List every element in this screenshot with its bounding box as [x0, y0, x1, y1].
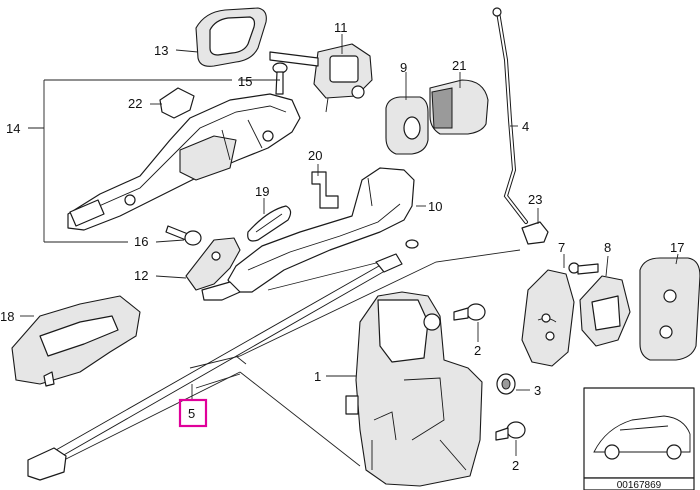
label-23: 23	[528, 192, 542, 207]
part-13-handle-cover	[195, 7, 267, 67]
part-10-outer-handle	[227, 167, 419, 293]
part-3-bushing	[496, 373, 516, 395]
part-14-handle-carrier	[67, 93, 301, 231]
part-20-clip	[311, 171, 339, 209]
part-19-spring-clip	[247, 205, 292, 242]
label-15: 15	[238, 74, 252, 89]
part-1-lock-actuator	[345, 291, 483, 487]
label-20: 20	[308, 148, 322, 163]
part-labels: 11 13 15 9 21 22 14 4 20 19 10 16 23 12 …	[0, 20, 684, 490]
label-9: 9	[400, 60, 407, 75]
cable-end-bracket	[27, 447, 67, 481]
part-23-clip	[521, 221, 549, 245]
label-1: 1	[314, 369, 321, 384]
catalog-number: 00167869	[617, 480, 662, 490]
label-2-lower: 2	[512, 458, 519, 473]
label-4: 4	[522, 119, 529, 134]
part-2-bolt-lower	[495, 421, 526, 441]
label-16: 16	[134, 234, 148, 249]
part-21-end-cap	[429, 79, 489, 135]
label-17: 17	[670, 240, 684, 255]
label-2-upper: 2	[474, 343, 481, 358]
label-12: 12	[134, 268, 148, 283]
part-11-lock-cylinder	[269, 43, 373, 113]
car-thumbnail	[583, 387, 695, 490]
label-19: 19	[255, 184, 269, 199]
part-5-cable	[55, 253, 403, 457]
part-4-rod	[492, 7, 528, 224]
part-8-striker	[568, 262, 631, 347]
label-11: 11	[334, 20, 348, 35]
leader-lines	[20, 34, 679, 456]
label-21: 21	[452, 58, 466, 73]
label-8: 8	[604, 240, 611, 255]
part-9-cap	[385, 96, 429, 155]
label-5: 5	[188, 406, 195, 421]
part-12-lever-bracket	[185, 237, 241, 301]
part-2-bolt-upper	[453, 303, 486, 321]
highlight-box-part-5	[178, 398, 208, 428]
label-22: 22	[128, 96, 142, 111]
label-18: 18	[0, 309, 14, 324]
part-15-screw	[272, 62, 288, 95]
label-10: 10	[428, 199, 442, 214]
label-14: 14	[6, 121, 20, 136]
leader-14-bracket	[28, 79, 232, 243]
label-7: 7	[558, 240, 565, 255]
part-7-gasket	[521, 269, 575, 367]
part-16-screw	[165, 225, 202, 246]
label-13: 13	[154, 43, 168, 58]
part-22-clip	[159, 87, 195, 119]
part-18-inner-handle	[11, 295, 141, 387]
panel-outline-2	[43, 261, 381, 471]
panel-outline	[189, 249, 521, 389]
label-3: 3	[534, 383, 541, 398]
part-17-plate	[639, 257, 700, 361]
